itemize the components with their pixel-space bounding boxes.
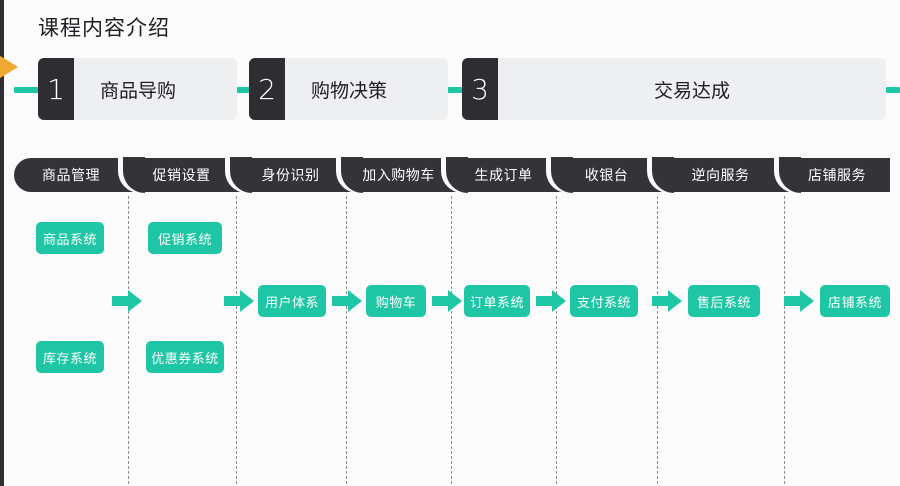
phase-item-2[interactable]: 促销设置 [128, 158, 235, 192]
triangle-right-icon [0, 46, 18, 88]
stage-row: 1 商品导购 2 购物决策 3 交易达成 [0, 58, 900, 120]
column-divider-5 [556, 196, 557, 484]
arrow-right-icon-3 [332, 290, 362, 312]
stage-3-label: 交易达成 [498, 58, 886, 120]
system-box-购物车[interactable]: 购物车 [366, 285, 426, 317]
stage-connector-1 [234, 87, 252, 93]
column-divider-6 [657, 196, 658, 484]
stage-3[interactable]: 3 交易达成 [462, 58, 886, 120]
stage-2-label: 购物决策 [285, 58, 448, 120]
arrow-right-icon-6 [652, 290, 682, 312]
column-divider-3 [346, 196, 347, 484]
column-divider-7 [784, 196, 785, 484]
stage-1[interactable]: 1 商品导购 [38, 58, 237, 120]
stage-connector-2 [447, 87, 465, 93]
page-title: 课程内容介绍 [38, 17, 170, 40]
arrow-right-icon-4 [432, 290, 462, 312]
phase-bar: 商品管理 促销设置 身份识别 加入购物车 生成订单 收银台 逆向服务 店铺服务 [14, 157, 890, 193]
stage-connector-3 [886, 87, 900, 93]
phase-item-4[interactable]: 加入购物车 [346, 158, 451, 192]
phase-item-3[interactable]: 身份识别 [235, 158, 346, 192]
stage-2-number: 2 [249, 58, 285, 120]
left-edge-strip [0, 0, 4, 486]
column-divider-2 [236, 196, 237, 484]
stage-connector-0 [14, 87, 40, 93]
system-box-优惠券系统[interactable]: 优惠券系统 [146, 341, 224, 373]
stage-2[interactable]: 2 购物决策 [249, 58, 448, 120]
system-box-订单系统[interactable]: 订单系统 [464, 285, 530, 317]
system-box-店铺系统[interactable]: 店铺系统 [820, 285, 890, 317]
arrow-right-icon-2 [224, 290, 254, 312]
system-box-用户体系[interactable]: 用户体系 [258, 285, 326, 317]
system-box-售后系统[interactable]: 售后系统 [688, 285, 760, 317]
phase-item-5[interactable]: 生成订单 [451, 158, 556, 192]
arrow-right-icon-7 [784, 290, 814, 312]
system-box-商品系统[interactable]: 商品系统 [36, 222, 104, 254]
phase-item-7[interactable]: 逆向服务 [657, 158, 784, 192]
arrow-right-icon-5 [536, 290, 566, 312]
phase-item-6[interactable]: 收银台 [556, 158, 657, 192]
stage-1-number: 1 [38, 58, 74, 120]
phase-item-8[interactable]: 店铺服务 [784, 158, 890, 192]
stage-3-number: 3 [462, 58, 498, 120]
phase-item-1[interactable]: 商品管理 [14, 158, 128, 192]
column-divider-4 [451, 196, 452, 484]
system-box-促销系统[interactable]: 促销系统 [148, 222, 222, 254]
system-box-库存系统[interactable]: 库存系统 [36, 341, 104, 373]
arrow-right-icon-1 [112, 290, 142, 312]
stage-1-label: 商品导购 [74, 58, 237, 120]
column-divider-1 [128, 196, 129, 484]
system-box-支付系统[interactable]: 支付系统 [570, 285, 638, 317]
